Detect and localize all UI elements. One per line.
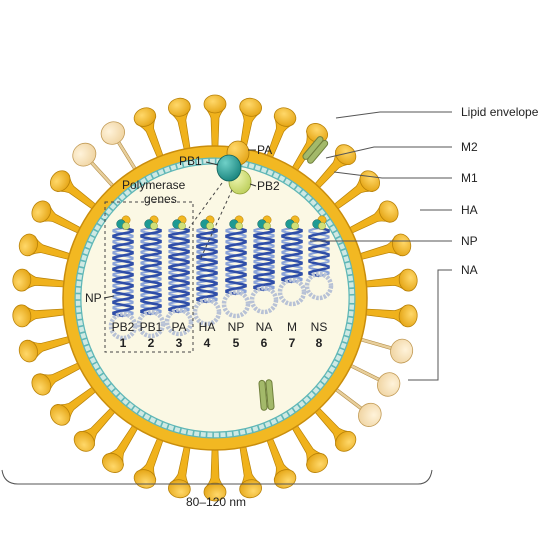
- segment-gene-label: PB2: [112, 320, 135, 334]
- ha-spike: [50, 386, 96, 426]
- ha-spike: [12, 304, 65, 328]
- pb2-label: PB2: [257, 179, 280, 193]
- m2-label: M2: [461, 140, 478, 154]
- segment-number-label: 6: [261, 336, 268, 350]
- segment-gene-label: PA: [171, 320, 186, 334]
- na-spike: [100, 121, 137, 170]
- ha-spike: [133, 107, 164, 158]
- segment-gene-label: NP: [228, 320, 245, 334]
- rnp-segment: [136, 215, 166, 339]
- rnp-segments: [108, 215, 334, 341]
- segment-number-label: 1: [120, 336, 127, 350]
- ha-spike: [314, 407, 357, 452]
- surface-spikes: [12, 94, 418, 502]
- pb1-subunit: [216, 154, 242, 182]
- ha-spike: [239, 97, 262, 150]
- polymerase-genes-label-line1: Polymerase: [122, 178, 186, 192]
- segment-number-label: 4: [204, 336, 211, 350]
- segment-number-label: 8: [316, 336, 323, 350]
- na-label: NA: [461, 263, 478, 277]
- ha-spike: [359, 233, 412, 260]
- ha-spike: [291, 425, 329, 473]
- rnp-segment: [249, 215, 279, 315]
- m1-matrix-beads: [75, 158, 355, 438]
- ha-spike: [31, 362, 81, 396]
- ha-spike: [18, 233, 71, 260]
- ha-spike: [365, 268, 418, 292]
- scale-label: 80–120 nm: [186, 495, 246, 509]
- np-label: NP: [461, 234, 478, 248]
- ha-spike: [266, 438, 297, 489]
- polymerase-complex: [216, 140, 252, 195]
- segment-gene-label: M: [287, 320, 297, 334]
- rnp-segment: [304, 215, 334, 301]
- na-spike: [72, 142, 115, 188]
- na-spike: [360, 337, 414, 364]
- rnp-segment: [221, 215, 251, 319]
- segment-gene-label: HA: [199, 320, 216, 334]
- ha-spike: [12, 268, 65, 292]
- m1-label: M1: [461, 171, 478, 185]
- ha-spike: [203, 94, 227, 147]
- rnp-segment: [108, 215, 138, 341]
- segment-gene-label: PB1: [140, 320, 163, 334]
- segment-number-label: 3: [176, 336, 183, 350]
- ha-spike: [203, 449, 227, 502]
- ha-spike: [314, 144, 357, 189]
- rnp-segment: [192, 215, 222, 327]
- pb1-label: PB1: [179, 154, 202, 168]
- ha-spike: [266, 107, 297, 158]
- ha-spike: [168, 446, 191, 499]
- ha-spike: [101, 425, 139, 473]
- polymerase-genes-box: [104, 201, 194, 353]
- ha-spike: [365, 304, 418, 328]
- m2-channel-top: [302, 136, 329, 164]
- ha-spike: [31, 200, 81, 234]
- ha-spike: [168, 97, 191, 150]
- segment-number-label: 5: [233, 336, 240, 350]
- pa-label: PA: [257, 143, 272, 157]
- segment-number-label: 7: [289, 336, 296, 350]
- na-spike: [349, 364, 401, 397]
- segment-labels: PB2 1 PB1 2 PA 3 HA 4 NP 5 NA 6 M 7 NS 8: [112, 320, 328, 350]
- na-spike: [334, 387, 382, 427]
- ha-spike: [133, 438, 164, 489]
- segment-gene-label: NS: [311, 320, 328, 334]
- np-left-label: NP: [85, 291, 102, 305]
- segment-gene-label: NA: [256, 320, 273, 334]
- ha-label: HA: [461, 203, 478, 217]
- segment-number-label: 2: [148, 336, 155, 350]
- ha-spike: [18, 336, 71, 363]
- rnp-segment: [277, 215, 307, 307]
- ha-spike: [50, 170, 96, 210]
- ha-spike: [349, 200, 399, 234]
- ha-spike: [73, 407, 116, 452]
- polymerase-genes-label-line2: genes: [144, 192, 177, 206]
- rnp-segment: [164, 215, 194, 337]
- lipid-envelope-label: Lipid envelope: [461, 105, 539, 119]
- scale-bracket: [1, 469, 433, 485]
- ha-spike: [239, 446, 262, 499]
- m2-channel-bottom: [258, 379, 275, 411]
